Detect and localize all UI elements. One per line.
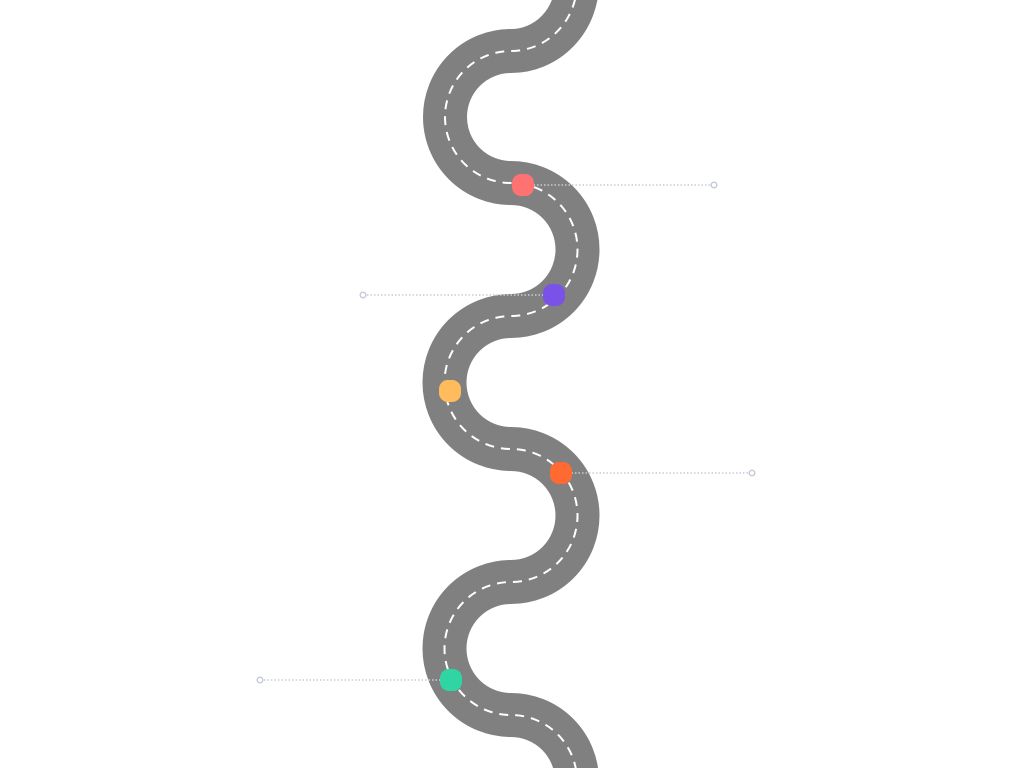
leader-endpoint-m5 bbox=[256, 676, 264, 684]
milestone-marker-m2[interactable] bbox=[543, 284, 565, 306]
road bbox=[422, 0, 600, 768]
leader-endpoint-m1 bbox=[710, 181, 718, 189]
leader-endpoint-m2 bbox=[359, 291, 367, 299]
milestone-marker-m5[interactable] bbox=[440, 669, 462, 691]
milestone-marker-m1[interactable] bbox=[512, 174, 534, 196]
milestone-marker-m3[interactable] bbox=[439, 380, 461, 402]
milestone-marker-m4[interactable] bbox=[550, 462, 572, 484]
leader-endpoint-m4 bbox=[748, 469, 756, 477]
